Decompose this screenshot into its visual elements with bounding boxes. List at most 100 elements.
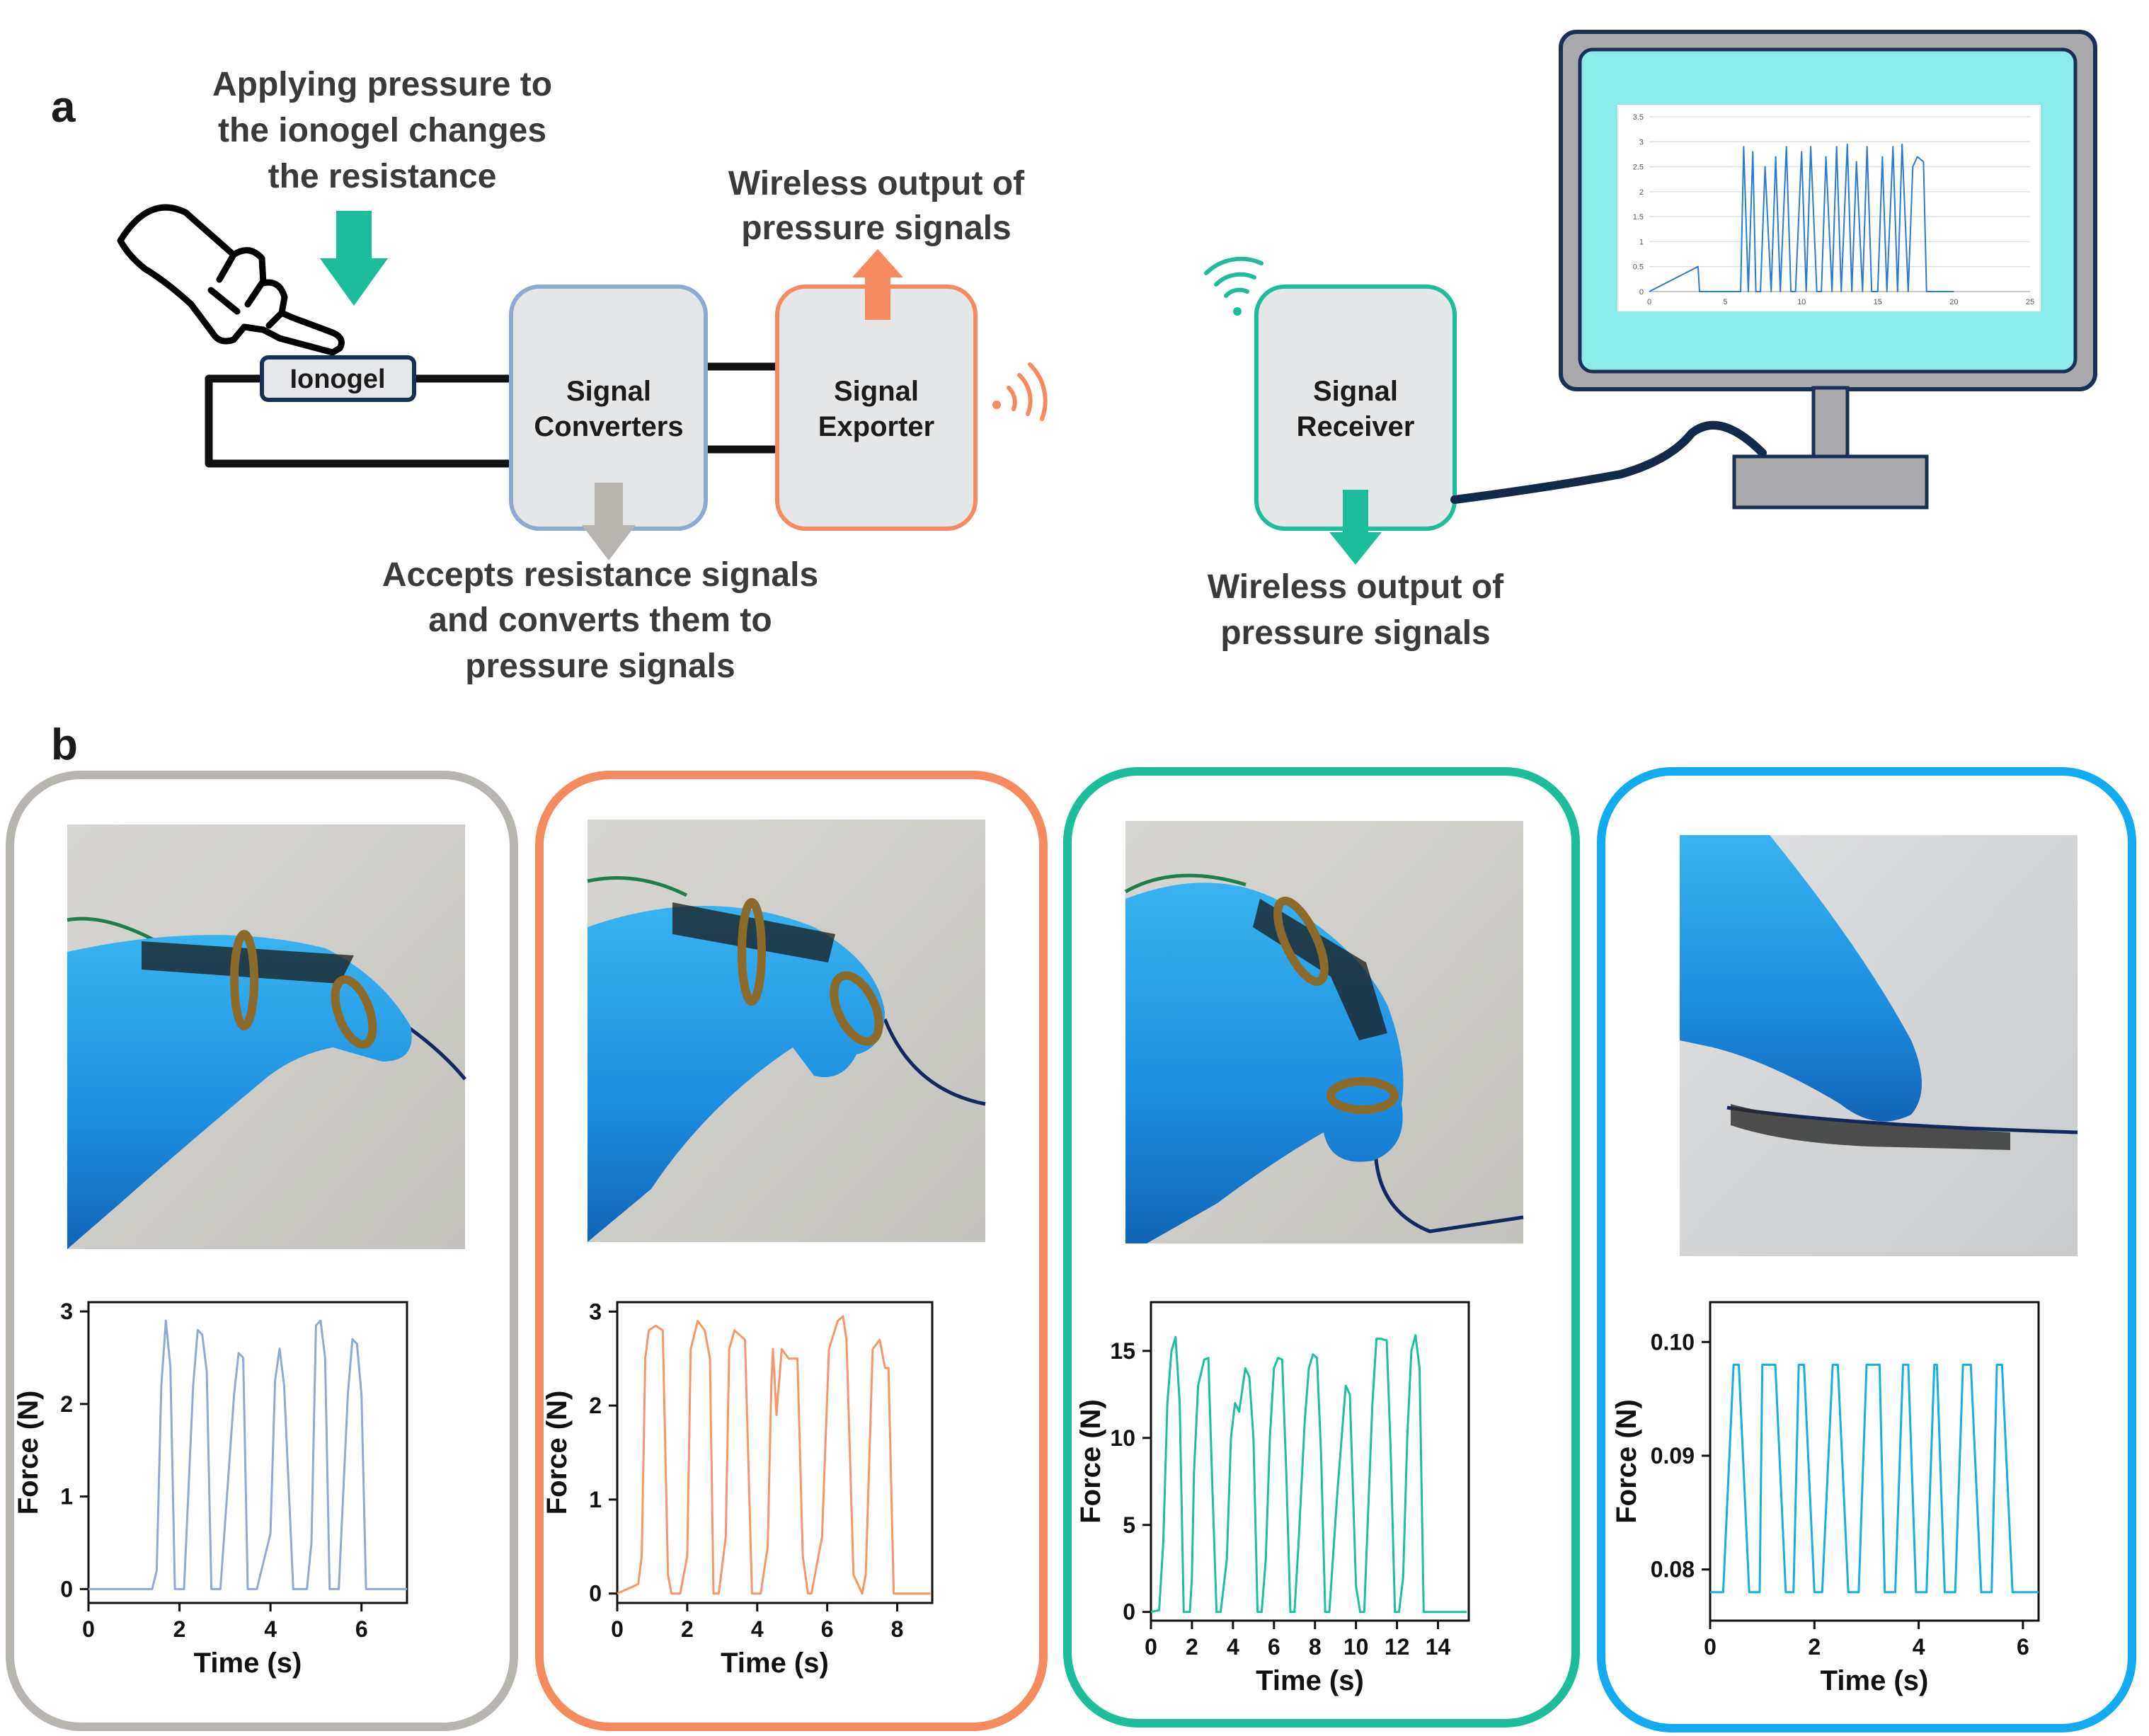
y-tick-label: 5 bbox=[1123, 1512, 1135, 1538]
mini-y-tick-label: 2 bbox=[1639, 188, 1644, 197]
y-tick-label: 3 bbox=[589, 1299, 602, 1324]
monitor-plot-area bbox=[1617, 105, 2041, 311]
y-tick-label: 0 bbox=[1123, 1599, 1135, 1625]
exporter-caption-line-1: Wireless output of bbox=[728, 165, 1025, 202]
converter-arrow-icon bbox=[582, 483, 636, 561]
photo-finger-fully-bent bbox=[1124, 821, 1524, 1243]
y-axis-title: Force (N) bbox=[1611, 1399, 1642, 1524]
x-tick-label: 6 bbox=[355, 1616, 368, 1642]
signal-receiver-label-2: Receiver bbox=[1297, 411, 1415, 442]
y-axis-title: Force (N) bbox=[1075, 1399, 1106, 1524]
x-tick-label: 2 bbox=[1808, 1634, 1821, 1660]
mini-y-tick-label: 3.5 bbox=[1633, 113, 1644, 122]
x-axis-title: Time (s) bbox=[194, 1648, 302, 1679]
pressure-caption-line-3: the resistance bbox=[268, 158, 497, 195]
x-tick-label: 0 bbox=[82, 1616, 95, 1642]
hand-pointer-icon bbox=[117, 204, 345, 356]
mini-x-tick-label: 20 bbox=[1949, 298, 1958, 306]
x-tick-label: 2 bbox=[1186, 1634, 1198, 1660]
ionogel-label: Ionogel bbox=[290, 364, 385, 394]
mini-y-tick-label: 0.5 bbox=[1633, 263, 1644, 272]
mini-y-tick-label: 3 bbox=[1639, 138, 1644, 146]
panel-a-label: a bbox=[51, 83, 76, 132]
x-tick-label: 8 bbox=[891, 1616, 904, 1642]
receiver-caption-line-1: Wireless output of bbox=[1208, 568, 1504, 606]
circuit-wires bbox=[205, 362, 777, 468]
mini-y-tick-label: 2.5 bbox=[1633, 163, 1644, 172]
press-arrow-icon bbox=[320, 211, 388, 306]
pressure-caption-line-2: the ionogel changes bbox=[218, 112, 546, 149]
y-tick-label: 3 bbox=[60, 1299, 73, 1324]
signal-exporter-label-1: Signal bbox=[834, 376, 919, 407]
signal-exporter-box bbox=[775, 284, 978, 531]
converter-caption-line-3: pressure signals bbox=[465, 648, 735, 685]
y-tick-label: 0 bbox=[60, 1576, 73, 1602]
x-tick-label: 12 bbox=[1385, 1634, 1410, 1660]
plot-frame bbox=[87, 1301, 408, 1604]
x-tick-label: 8 bbox=[1309, 1634, 1322, 1660]
x-tick-label: 6 bbox=[2017, 1634, 2029, 1660]
series-line bbox=[1710, 1363, 2039, 1594]
y-tick-label: 0.10 bbox=[1651, 1329, 1695, 1355]
panel-b-label: b bbox=[51, 720, 78, 769]
mini-x-tick-label: 0 bbox=[1647, 298, 1651, 306]
y-tick-label: 2 bbox=[589, 1393, 602, 1418]
monitor-cable bbox=[1450, 420, 1767, 504]
signal-exporter-label-2: Exporter bbox=[818, 411, 935, 442]
x-tick-label: 2 bbox=[173, 1616, 186, 1642]
y-axis-title: Force (N) bbox=[13, 1391, 44, 1515]
receiver-caption-line-2: pressure signals bbox=[1220, 614, 1491, 652]
x-tick-label: 0 bbox=[1704, 1634, 1717, 1660]
y-tick-label: 0.08 bbox=[1651, 1557, 1695, 1582]
x-tick-label: 14 bbox=[1426, 1634, 1451, 1660]
x-tick-label: 2 bbox=[681, 1616, 694, 1642]
converter-caption-line-1: Accepts resistance signals bbox=[382, 556, 818, 594]
pressure-caption: Applying pressure to the ionogel changes… bbox=[212, 66, 552, 195]
exporter-caption-line-2: pressure signals bbox=[741, 209, 1012, 247]
y-tick-label: 15 bbox=[1110, 1338, 1135, 1364]
y-axis-title: Force (N) bbox=[541, 1391, 573, 1515]
receiver-wifi-icon bbox=[1204, 256, 1263, 316]
y-tick-label: 1 bbox=[589, 1487, 602, 1512]
x-tick-label: 4 bbox=[751, 1616, 764, 1642]
mini-y-tick-label: 1.5 bbox=[1633, 213, 1644, 222]
receiver-arrow-icon bbox=[1329, 490, 1382, 565]
photo-finger-half-bent bbox=[587, 820, 986, 1242]
panel-b3-frame bbox=[1063, 767, 1580, 1728]
plot-frame bbox=[1709, 1301, 2040, 1622]
x-tick-label: 4 bbox=[1227, 1634, 1239, 1660]
mini-y-tick-label: 0 bbox=[1639, 288, 1644, 297]
mini-x-tick-label: 25 bbox=[2026, 298, 2034, 306]
signal-converters-label-2: Converters bbox=[534, 411, 683, 442]
series-line bbox=[88, 1319, 407, 1590]
plot-frame bbox=[1150, 1301, 1470, 1622]
x-tick-label: 6 bbox=[821, 1616, 834, 1642]
signal-receiver-label-1: Signal bbox=[1313, 376, 1398, 407]
plot-frame bbox=[616, 1301, 934, 1604]
mini-x-tick-label: 15 bbox=[1874, 298, 1882, 306]
x-tick-label: 6 bbox=[1268, 1634, 1280, 1660]
mini-x-tick-label: 5 bbox=[1724, 298, 1728, 306]
x-tick-label: 4 bbox=[1913, 1634, 1925, 1660]
monitor-plot: 0 0.5 1 1.5 2 2.5 3 3.5 0 5 10 15 20 25 bbox=[1633, 113, 2034, 306]
ionogel-box bbox=[260, 355, 416, 402]
y-tick-label: 10 bbox=[1110, 1425, 1135, 1451]
photo-finger-straight bbox=[67, 824, 466, 1249]
panel-b2-frame bbox=[535, 771, 1048, 1731]
mini-x-tick-label: 10 bbox=[1797, 298, 1806, 306]
x-tick-label: 10 bbox=[1343, 1634, 1369, 1660]
y-tick-label: 0 bbox=[589, 1581, 602, 1606]
y-tick-label: 0.09 bbox=[1651, 1443, 1695, 1468]
x-tick-label: 4 bbox=[264, 1616, 277, 1642]
mini-y-tick-label: 1 bbox=[1639, 238, 1644, 246]
y-tick-label: 1 bbox=[60, 1484, 73, 1510]
y-tick-label: 2 bbox=[60, 1391, 73, 1417]
x-tick-label: 0 bbox=[1145, 1634, 1157, 1660]
wifi-icon bbox=[992, 362, 1048, 421]
x-tick-label: 0 bbox=[611, 1616, 624, 1642]
series-line bbox=[617, 1315, 931, 1595]
